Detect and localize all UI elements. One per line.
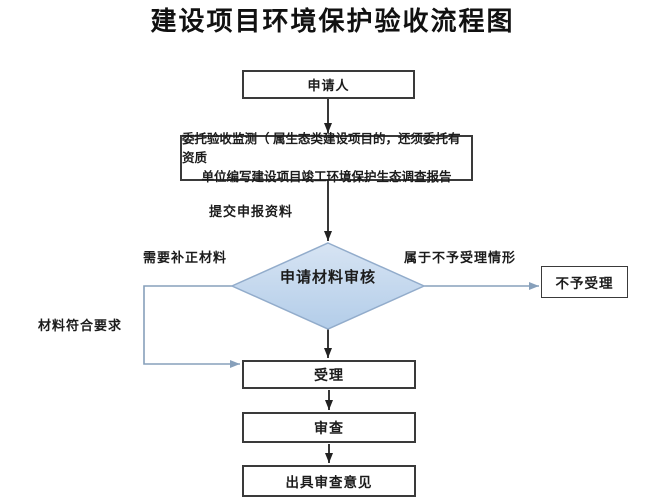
node-examine-label: 审查 (314, 419, 344, 436)
node-applicant: 申请人 (242, 70, 415, 99)
node-opinion-label: 出具审查意见 (285, 475, 373, 490)
arrow-correction-loop (143, 285, 240, 368)
node-examine: 审查 (242, 412, 416, 443)
label-materials-ok: 材料符合要求 (38, 318, 123, 333)
label-submit-materials: 提交申报资料 (209, 204, 294, 219)
label-not-accept-case: 属于不予受理情形 (404, 250, 517, 265)
page-title: 建设项目环境保护验收流程图 (150, 6, 515, 36)
node-entrust-line1: 委托验收监测（ 属生态类建设项目的，还须委托有资质 (182, 131, 461, 165)
node-opinion: 出具审查意见 (242, 465, 416, 497)
node-entrust-line2: 单位编写建设项目竣工环境保护生态调查报告 (201, 169, 452, 184)
node-accept: 受理 (242, 360, 416, 389)
node-reject: 不予受理 (541, 266, 628, 298)
decision-diamond (230, 242, 426, 330)
decision-diamond-label: 申请材料审核 (279, 269, 376, 286)
node-applicant-label: 申请人 (307, 78, 350, 93)
label-need-correction: 需要补正材料 (143, 250, 228, 265)
node-accept-label: 受理 (314, 366, 344, 383)
node-reject-label: 不予受理 (555, 276, 614, 291)
node-entrust: 委托验收监测（ 属生态类建设项目的，还须委托有资质 单位编写建设项目竣工环境保护… (180, 132, 473, 184)
